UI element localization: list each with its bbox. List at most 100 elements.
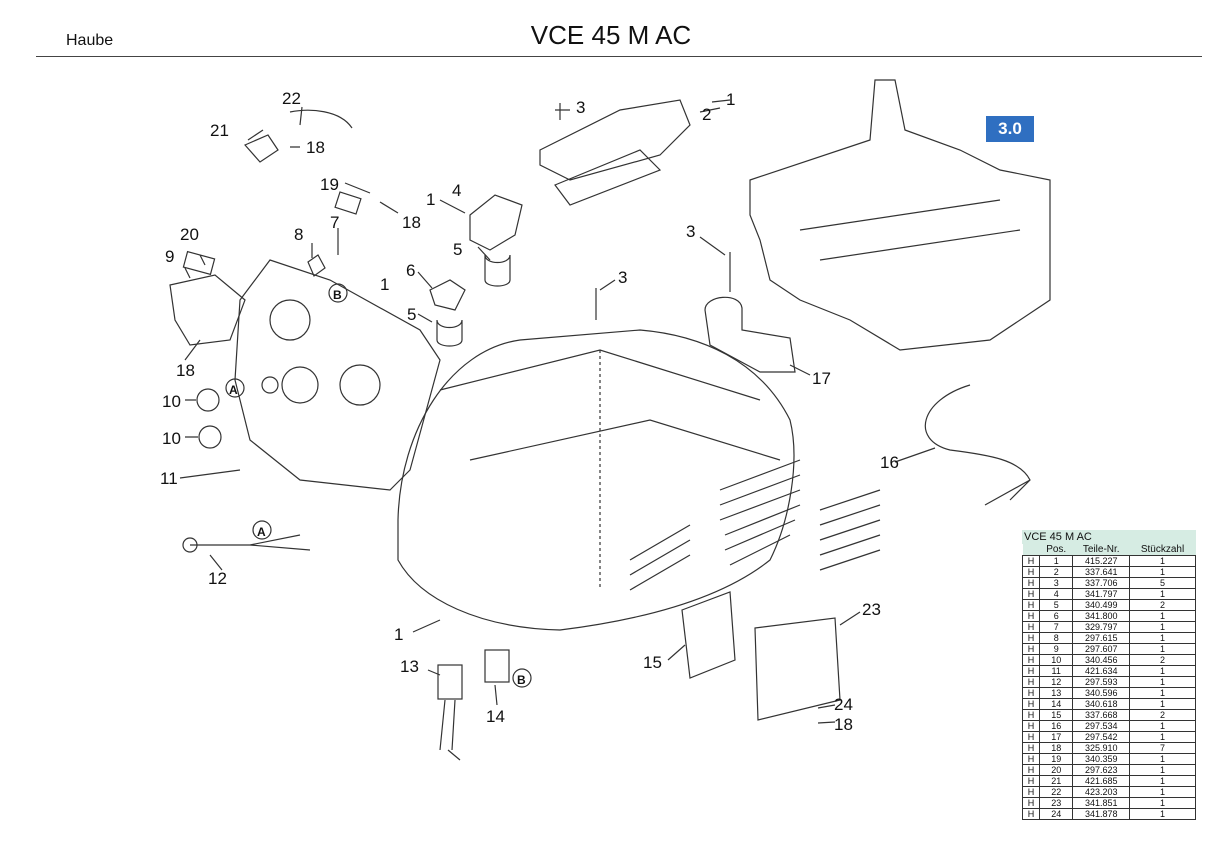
part-number-cell: 297.534: [1072, 720, 1131, 732]
pos-cell: 9: [1038, 643, 1074, 655]
quantity-cell: 1: [1129, 786, 1196, 798]
pos-cell: 1: [1038, 555, 1074, 567]
quantity-cell: 1: [1129, 687, 1196, 699]
section-marker: A: [257, 525, 266, 539]
callout-label: 13: [400, 657, 419, 676]
column-header: Teile-Nr.: [1072, 544, 1130, 556]
part-number-cell: 297.607: [1072, 643, 1131, 655]
column-header: Pos.: [1039, 544, 1073, 556]
group-cell: H: [1022, 797, 1040, 809]
assembly-badge: 3.0: [986, 116, 1034, 142]
part-number-cell: 297.615: [1072, 632, 1131, 644]
group-cell: H: [1022, 742, 1040, 754]
callout-label: 3: [576, 98, 585, 117]
cable-drawing: [924, 384, 1031, 506]
section-marker: A: [229, 383, 238, 397]
quantity-cell: 1: [1129, 720, 1196, 732]
part-number-cell: 297.542: [1072, 731, 1131, 743]
quantity-cell: 1: [1129, 676, 1196, 688]
callout-label: 15: [643, 653, 662, 672]
part-number-cell: 329.797: [1072, 621, 1131, 633]
callout-label: 12: [208, 569, 227, 588]
pos-cell: 14: [1038, 698, 1074, 710]
callout-label: 1: [380, 275, 389, 294]
group-cell: H: [1022, 610, 1040, 622]
quantity-cell: 1: [1129, 665, 1196, 677]
pos-cell: 2: [1038, 566, 1074, 578]
callout-label: 5: [453, 240, 462, 259]
part-number-cell: 337.668: [1072, 709, 1131, 721]
pos-cell: 18: [1038, 742, 1074, 754]
group-cell: H: [1022, 687, 1040, 699]
quantity-cell: 1: [1129, 610, 1196, 622]
group-cell: H: [1022, 786, 1040, 798]
quantity-cell: 1: [1129, 588, 1196, 600]
callout-label: 21: [210, 121, 229, 140]
callout-label: 19: [320, 175, 339, 194]
part-number-cell: 340.596: [1072, 687, 1131, 699]
pos-cell: 17: [1038, 731, 1074, 743]
pos-cell: 4: [1038, 588, 1074, 600]
group-cell: H: [1022, 676, 1040, 688]
quantity-cell: 1: [1129, 764, 1196, 776]
pos-cell: 11: [1038, 665, 1074, 677]
quantity-cell: 7: [1129, 742, 1196, 754]
group-cell: H: [1022, 731, 1040, 743]
part-number-cell: 340.359: [1072, 753, 1131, 765]
callout-label: 11: [160, 469, 178, 488]
callout-label: 2: [702, 105, 711, 124]
callout-label: 4: [452, 181, 461, 200]
group-cell: H: [1022, 720, 1040, 732]
section-marker: B: [517, 673, 526, 687]
part-number-cell: 341.800: [1072, 610, 1131, 622]
group-cell: H: [1022, 753, 1040, 765]
part-number-cell: 341.851: [1072, 797, 1131, 809]
quantity-cell: 1: [1129, 731, 1196, 743]
socket-drawing: [169, 274, 246, 346]
pos-cell: 13: [1038, 687, 1074, 699]
pos-cell: 3: [1038, 577, 1074, 589]
group-cell: H: [1022, 555, 1040, 567]
cap-part-drawing: [469, 194, 523, 251]
part-number-cell: 337.706: [1072, 577, 1131, 589]
part-number-cell: 337.641: [1072, 566, 1131, 578]
upper-housing-drawing: [749, 79, 1051, 351]
hood-cover-drawing: [397, 329, 795, 631]
callout-label: 3: [618, 268, 627, 287]
part-number-cell: 340.618: [1072, 698, 1131, 710]
pos-cell: 16: [1038, 720, 1074, 732]
pos-cell: 6: [1038, 610, 1074, 622]
section-label: Haube: [66, 32, 114, 49]
group-cell: H: [1022, 808, 1040, 820]
holder-drawing: [704, 296, 796, 373]
callout-label: 10: [162, 429, 181, 448]
quantity-cell: 1: [1129, 753, 1196, 765]
pos-cell: 23: [1038, 797, 1074, 809]
pos-cell: 22: [1038, 786, 1074, 798]
quantity-cell: 1: [1129, 566, 1196, 578]
group-cell: H: [1022, 654, 1040, 666]
callout-label: 18: [834, 715, 853, 734]
quantity-cell: 1: [1129, 621, 1196, 633]
group-cell: H: [1022, 577, 1040, 589]
quantity-cell: 1: [1129, 698, 1196, 710]
pos-cell: 15: [1038, 709, 1074, 721]
page-title: VCE 45 M AC: [530, 20, 692, 50]
pos-cell: 8: [1038, 632, 1074, 644]
callout-label: 6: [406, 261, 415, 280]
